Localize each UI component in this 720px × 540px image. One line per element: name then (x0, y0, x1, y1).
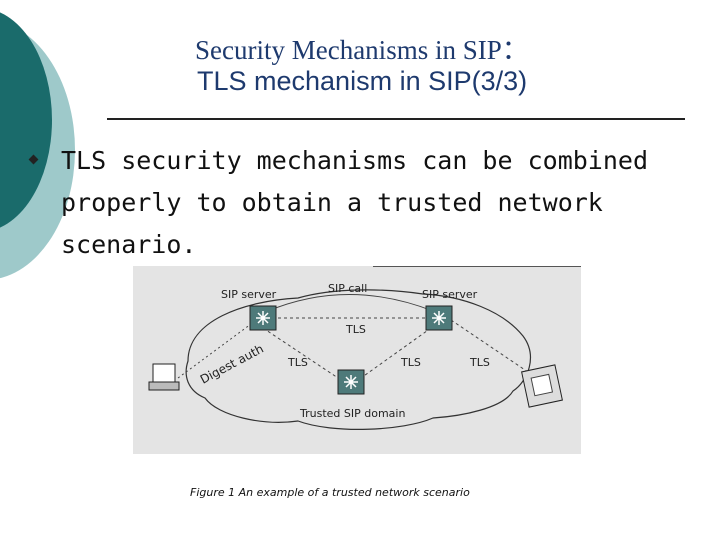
sip-server-right-label: SIP server (422, 288, 478, 301)
sip-server-left-label: SIP server (221, 288, 277, 301)
sip-server-icon (425, 305, 453, 331)
decorative-shapes (0, 12, 75, 279)
tls-top-label: TLS (345, 323, 366, 336)
diagram-background (133, 266, 581, 454)
decorative-circle-dark (0, 12, 52, 228)
phone-icon (521, 364, 563, 408)
trusted-network-diagram: SIP server SIP call SIP server TLS TLS T… (133, 266, 581, 454)
sip-call-arc (267, 294, 434, 312)
trusted-domain-label: Trusted SIP domain (299, 407, 405, 420)
trusted-domain-cloud (185, 289, 532, 430)
sip-server-icon (249, 305, 277, 331)
tls-mid-label: TLS (400, 356, 421, 369)
tls-left-label: TLS (287, 356, 308, 369)
tls-right-label: TLS (469, 356, 490, 369)
slide-title: Security Mechanisms in SIP： (195, 35, 529, 65)
figure-caption: Figure 1 An example of a trusted network… (190, 486, 470, 499)
bullet-text: TLS security mechanisms can be combined … (61, 146, 648, 259)
title-divider (107, 118, 685, 120)
digest-link (177, 323, 252, 379)
tls-link-right (450, 319, 532, 375)
slide-subtitle: TLS mechanism in SIP(3/3) (197, 66, 528, 96)
laptop-icon (148, 363, 180, 391)
sip-call-label: SIP call (328, 282, 367, 295)
sip-proxy-icon (337, 369, 365, 395)
tls-link-mid (360, 327, 432, 379)
